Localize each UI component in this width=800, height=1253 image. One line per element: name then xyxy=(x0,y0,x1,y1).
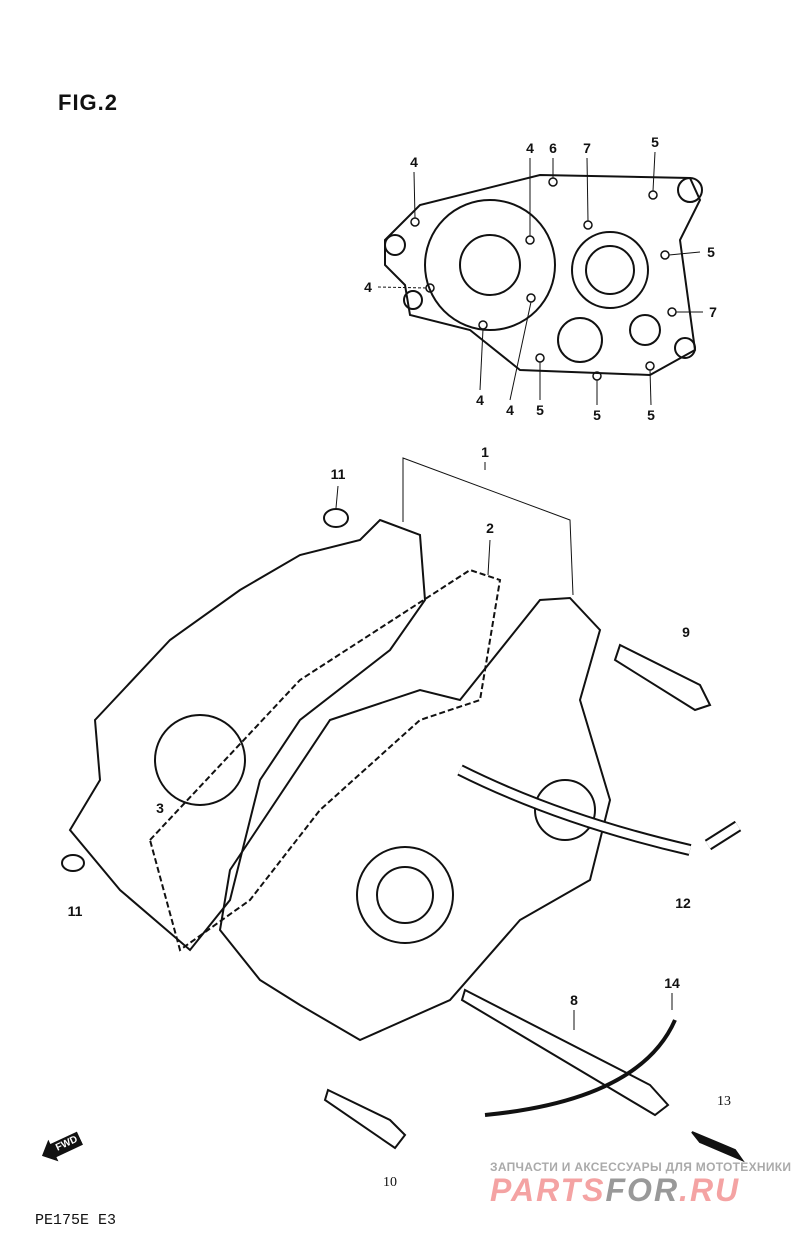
callout-9: 9 xyxy=(682,624,690,640)
crankcase-gasket xyxy=(148,568,502,952)
callout-7: 7 xyxy=(709,304,717,320)
callout-2: 2 xyxy=(486,520,494,536)
bolt-10 xyxy=(323,1088,407,1150)
callout-3: 3 xyxy=(156,800,164,816)
callout-6: 6 xyxy=(549,140,557,156)
logo-part-for: FOR xyxy=(605,1172,680,1208)
callout-8: 8 xyxy=(570,992,578,1008)
logo-part-ru: .RU xyxy=(679,1172,741,1208)
callout-7: 7 xyxy=(583,140,591,156)
callout-4: 4 xyxy=(476,392,484,408)
model-code: PE175E E3 xyxy=(35,1212,117,1229)
callout-13: 13 xyxy=(717,1094,731,1109)
crankcase-cover-gasket xyxy=(384,173,703,381)
crankcase-right-half xyxy=(218,596,612,1042)
callout-4: 4 xyxy=(506,402,514,418)
leader-lines xyxy=(335,151,703,1030)
callout-4: 4 xyxy=(526,140,534,156)
clip-13 xyxy=(691,1131,745,1163)
figure-title: FIG.2 xyxy=(58,90,119,115)
watermark-logo: PARTSFOR.RU xyxy=(490,1172,740,1209)
callout-5: 5 xyxy=(536,402,544,418)
callout-11: 11 xyxy=(330,466,346,482)
callout-5: 5 xyxy=(593,407,601,423)
logo-part-parts: PARTS xyxy=(490,1172,606,1208)
watermark-subtitle: ЗАПЧАСТИ И АКСЕССУАРЫ ДЛЯ МОТОТЕХНИКИ xyxy=(490,1160,792,1174)
callout-12: 12 xyxy=(675,895,691,911)
callout-4: 4 xyxy=(410,154,418,170)
callout-1: 1 xyxy=(481,444,489,460)
hose-14 xyxy=(484,1019,677,1117)
callout-5: 5 xyxy=(647,407,655,423)
callout-5: 5 xyxy=(707,244,715,260)
bolt-8 xyxy=(460,988,670,1117)
callout-5: 5 xyxy=(651,134,659,150)
callout-10: 10 xyxy=(383,1175,397,1190)
crankcase-left-half xyxy=(68,518,427,952)
breather-hose xyxy=(457,764,742,856)
callout-4: 4 xyxy=(364,279,372,295)
callout-11: 11 xyxy=(67,903,83,919)
callout-14: 14 xyxy=(664,975,680,991)
bolt-9 xyxy=(613,643,712,712)
grommets xyxy=(61,508,349,872)
